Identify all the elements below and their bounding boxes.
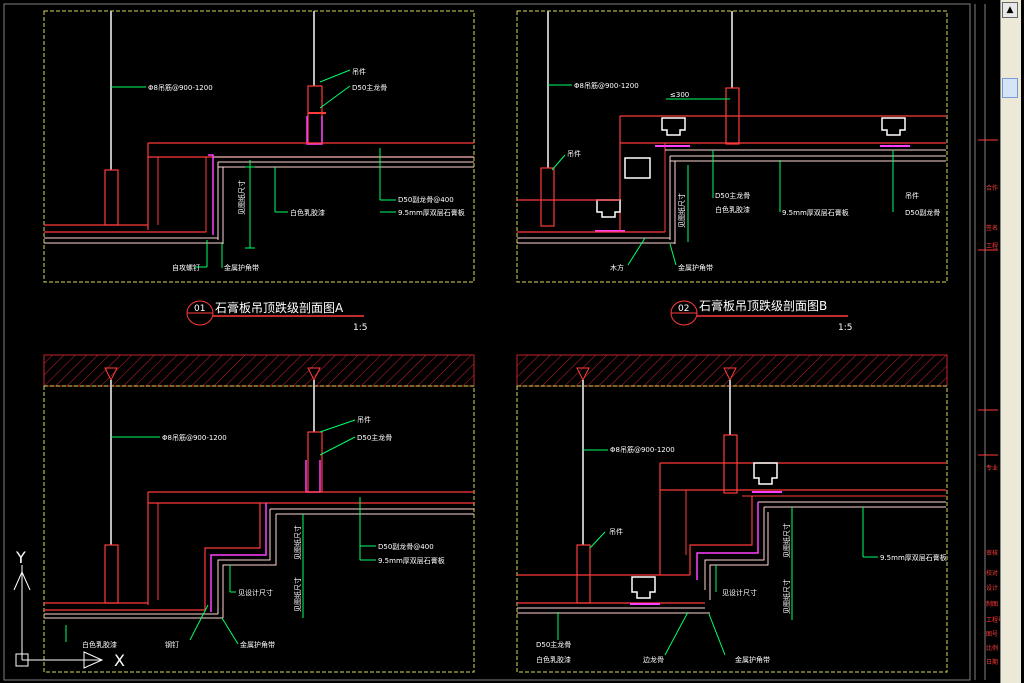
- label-dim-300: ≤300: [670, 91, 689, 99]
- label-board: 9.5mm厚双层石膏板: [398, 208, 465, 217]
- strip-label-11: 日期: [986, 658, 998, 666]
- panel-1-frame: [43, 10, 475, 283]
- label-rod: Φ8吊筋@900-1200: [148, 83, 213, 92]
- strip-label-1: 签名: [986, 224, 998, 232]
- label-corner: 金属护角带: [735, 655, 770, 664]
- ucs-x-label: X: [114, 651, 125, 670]
- label-corner: 金属护角带: [678, 263, 713, 272]
- hanger-part: [307, 85, 323, 145]
- strip-label-5: 校对: [986, 569, 998, 577]
- label-main-keel: D50主龙骨: [536, 640, 571, 649]
- panel-2-scale: 1:5: [838, 323, 852, 333]
- label-screw: 自攻螺钉: [172, 263, 200, 272]
- label-height-1: 见图纸尺寸: [782, 523, 791, 558]
- label-hanger: 吊件: [357, 415, 371, 424]
- label-board: 9.5mm厚双层石膏板: [782, 208, 849, 217]
- label-hanger: 吊件: [609, 527, 623, 536]
- strip-label-0: 合作: [986, 184, 998, 192]
- panel-3: 见图纸尺寸 见图纸尺寸 见设计尺寸 Φ8吊筋@900-1200 吊件 D50主龙…: [43, 354, 475, 673]
- label-latex: 白色乳胶漆: [715, 205, 750, 214]
- label-secondary-keel: D50副龙骨@400: [398, 195, 454, 204]
- scroll-up-arrow-icon[interactable]: ▲: [1002, 2, 1018, 18]
- label-corner: 金属护角带: [224, 263, 259, 272]
- strip-label-9: 图号: [986, 631, 998, 638]
- label-rod: Φ8吊筋@900-1200: [610, 445, 675, 454]
- label-rod: Φ8吊筋@900-1200: [162, 433, 227, 442]
- strip-label-4: 审核: [986, 549, 998, 557]
- label-main-keel: D50主龙骨: [715, 191, 750, 200]
- label-secondary-keel: D50副龙骨: [905, 208, 940, 217]
- label-rod: Φ8吊筋@900-1200: [574, 81, 639, 90]
- label-wood: 木方: [610, 263, 624, 272]
- panel-3-frame: [43, 385, 475, 673]
- label-step: 见设计尺寸: [722, 588, 757, 597]
- label-hanger: 吊件: [352, 67, 366, 76]
- panel-1-title: 石膏板吊顶跌级剖面图A: [215, 300, 344, 315]
- strip-label-2: 工程: [986, 242, 998, 250]
- label-hanger-2: 吊件: [905, 191, 919, 200]
- label-height: 见图纸尺寸: [677, 193, 686, 228]
- scrollbar-thumb[interactable]: [1002, 78, 1018, 98]
- panel-1-scale: 1:5: [353, 323, 367, 333]
- sheet-border-left: [3, 3, 971, 681]
- label-main-keel: D50主龙骨: [352, 83, 387, 92]
- title-block-strip: 合作 签名 工程 专业 审核 校对 设计 制图 工程号 图号 比例 日期: [978, 4, 1004, 680]
- panel-2-title: 石膏板吊顶跌级剖面图B: [699, 298, 827, 313]
- panel-4: 见图纸尺寸 见图纸尺寸 见设计尺寸 Φ8吊筋@900-1200 吊件 9.5mm…: [516, 354, 948, 673]
- strip-label-7: 制图: [986, 600, 998, 608]
- label-main-keel: D50主龙骨: [357, 433, 392, 442]
- strip-label-8: 工程号: [986, 616, 1004, 624]
- label-secondary-keel: D50副龙骨@400: [378, 542, 434, 551]
- label-hanger: 吊件: [567, 149, 581, 158]
- label-height-2: 见图纸尺寸: [782, 579, 791, 614]
- label-corner: 金属护角带: [240, 640, 275, 649]
- ucs-icon: Y X: [13, 548, 125, 670]
- vertical-scrollbar[interactable]: [1000, 0, 1021, 683]
- strip-label-6: 设计: [986, 584, 998, 592]
- label-height: 见图纸尺寸: [237, 180, 246, 215]
- panel-4-frame: [516, 385, 948, 673]
- label-edge-keel: 边龙骨: [643, 655, 664, 664]
- strip-label-10: 比例: [986, 644, 998, 652]
- label-board: 9.5mm厚双层石膏板: [378, 556, 445, 565]
- label-height-1: 见图纸尺寸: [293, 525, 302, 560]
- slab-hatch-4: [516, 354, 948, 387]
- label-board: 9.5mm厚双层石膏板: [880, 553, 947, 562]
- strip-label-3: 专业: [986, 464, 998, 472]
- panel-1: 见图纸尺寸 Φ8吊筋@900-1200 吊件 D50主龙骨 D50副龙骨@400…: [43, 10, 475, 333]
- label-height-2: 见图纸尺寸: [293, 577, 302, 612]
- label-step: 见设计尺寸: [238, 588, 273, 597]
- ucs-y-label: Y: [15, 548, 26, 567]
- panel-2: ≤300 见图纸尺寸 Φ8吊筋@900-1200 吊件 D50主龙骨 白色乳胶漆…: [516, 10, 948, 333]
- label-latex: 白色乳胶漆: [82, 640, 117, 649]
- label-nail: 钢钉: [165, 640, 179, 649]
- label-latex: 白色乳胶漆: [290, 208, 325, 217]
- panel-2-frame: [516, 10, 948, 283]
- slab-hatch-3: [43, 354, 475, 387]
- panel-1-number: 01: [194, 304, 205, 314]
- hanger-part: [104, 169, 119, 226]
- label-latex: 白色乳胶漆: [536, 655, 571, 664]
- panel-2-number: 02: [678, 304, 689, 314]
